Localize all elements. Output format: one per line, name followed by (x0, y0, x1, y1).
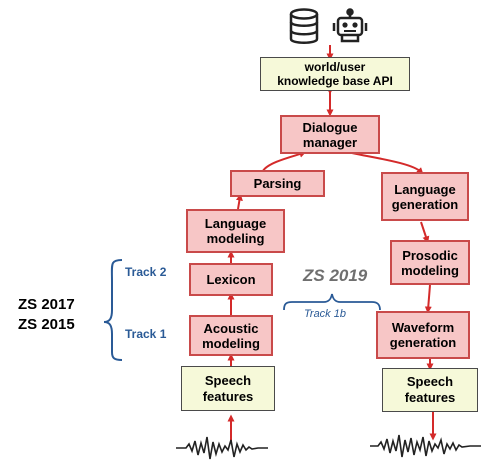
arrow-prosody-to-waveform (424, 284, 432, 314)
acoustic-modeling-box: Acoustic modeling (189, 315, 273, 356)
parsing-box: Parsing (230, 170, 325, 197)
arrow-dm-to-langgen (351, 152, 424, 175)
waveform-generation-box: Waveform generation (376, 311, 470, 359)
arrow-lm-to-parsing (235, 193, 243, 210)
input-waveform (176, 436, 268, 460)
zs2019-label: ZS 2019 (303, 266, 368, 285)
database-icon (288, 8, 320, 51)
track1-label: Track 1 (125, 327, 167, 341)
arrow-langgen-to-prosody (420, 221, 430, 244)
speech-features-right-box: Speech features (382, 368, 478, 412)
language-generation-box: Language generation (381, 172, 469, 221)
arrow-parsing-to-dm (262, 150, 307, 172)
knowledge-base-api-box: world/user knowledge base API (260, 57, 410, 91)
zs2017-label: ZS 2017 (18, 296, 75, 313)
dialogue-manager-box: Dialogue manager (280, 115, 380, 154)
robot-icon (332, 8, 368, 49)
track1b-bracket (283, 293, 381, 311)
zs-bracket (103, 259, 123, 361)
prosodic-modeling-box: Prosodic modeling (390, 240, 470, 285)
speech-features-left-box: Speech features (181, 366, 275, 411)
track2-label: Track 2 (125, 265, 167, 279)
track1b-label: Track 1b (304, 308, 346, 320)
output-waveform (370, 434, 481, 458)
language-modeling-box: Language modeling (186, 209, 285, 253)
zs2015-label: ZS 2015 (18, 316, 75, 333)
lexicon-box: Lexicon (189, 263, 273, 296)
